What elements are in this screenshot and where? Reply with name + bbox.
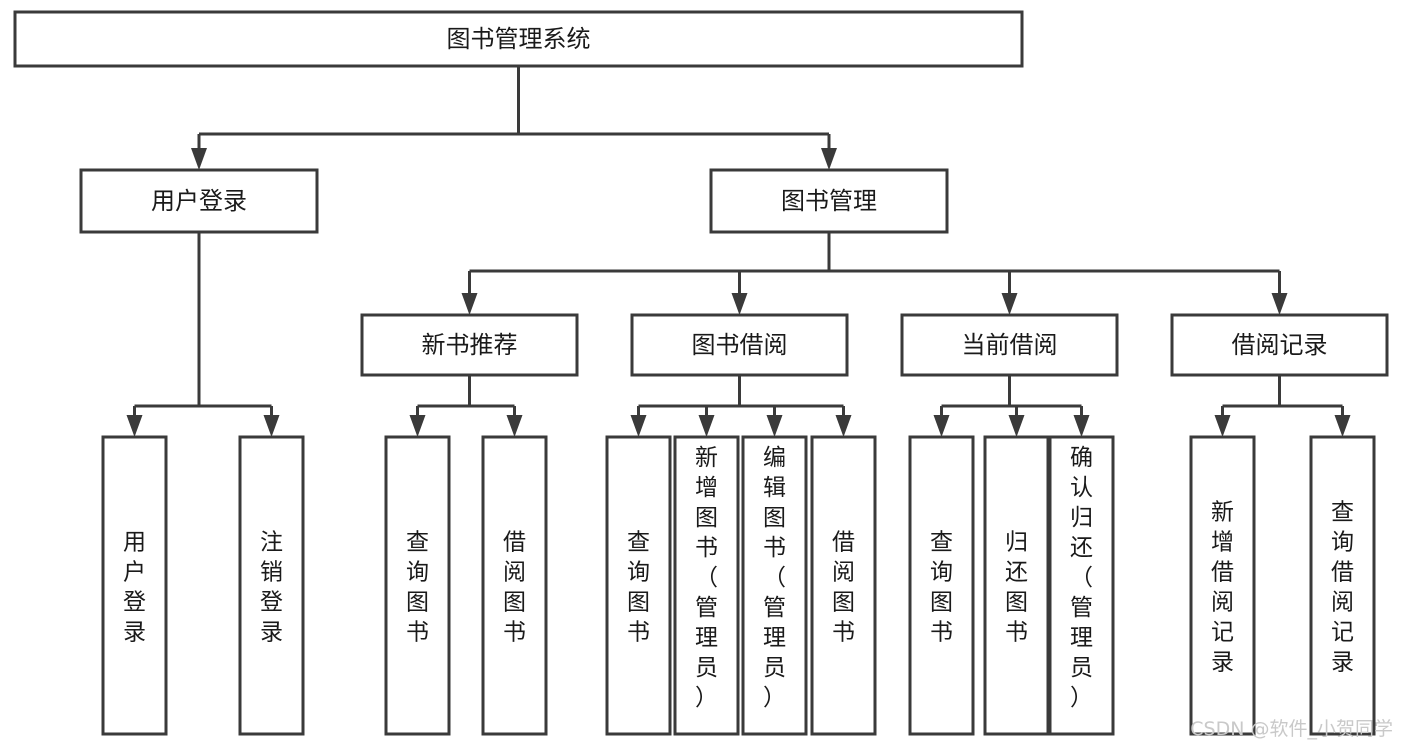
arrow-bookmanage-to-current-borrow <box>1001 293 1018 315</box>
arrow-current-borrow-to-leaf-query-book-3 <box>933 415 950 437</box>
leaf-node-leaf-borrow-book-2-box <box>810 435 877 736</box>
node-book-manage-label: 图书管理 <box>781 187 877 215</box>
arrow-borrow-record-to-leaf-add-record <box>1214 415 1231 437</box>
leaf-node-leaf-query-book-1-label: 查询图书 <box>406 530 429 646</box>
arrow-root-to-user-login <box>191 148 207 170</box>
arrow-current-borrow-to-leaf-return-book <box>1008 415 1025 437</box>
leaf-node-leaf-logout-label: 注销登录 <box>260 530 283 646</box>
node-current-borrow-label: 当前借阅 <box>962 331 1058 359</box>
node-new-book-recommend-label: 新书推荐 <box>422 331 518 359</box>
arrow-borrow-record-to-leaf-query-record <box>1334 415 1351 437</box>
node-book-manage-box <box>709 168 949 234</box>
node-book-borrow-box <box>630 313 849 377</box>
leaf-node-leaf-query-book-3[interactable]: 查询图书 <box>908 435 975 736</box>
leaf-node-leaf-query-book-3-box <box>908 435 975 736</box>
node-user-login-box <box>79 168 319 234</box>
node-user-login[interactable]: 用户登录 <box>79 168 319 234</box>
leaf-node-leaf-query-record-box <box>1309 435 1376 736</box>
leaf-node-leaf-edit-book[interactable]: 编辑图书（管理员） <box>741 435 808 736</box>
arrow-new-book-recommend-to-leaf-query-book-1 <box>409 415 426 437</box>
node-current-borrow[interactable]: 当前借阅 <box>900 313 1119 377</box>
leaf-node-leaf-add-book[interactable]: 新增图书（管理员） <box>673 435 740 736</box>
leaf-node-leaf-query-book-1-box <box>384 435 451 736</box>
leaf-node-leaf-user-login-box <box>101 435 168 736</box>
leaf-node-leaf-confirm-return-label: 确认归还（管理员） <box>1070 445 1093 711</box>
node-borrow-record-box <box>1170 313 1389 377</box>
leaf-node-leaf-edit-book-box <box>741 435 808 736</box>
arrow-book-borrow-to-leaf-query-book-2 <box>630 415 647 437</box>
leaf-node-leaf-logout-box <box>238 435 305 736</box>
leaf-node-leaf-query-book-2-box <box>605 435 672 736</box>
leaf-node-leaf-confirm-return-box <box>1048 435 1115 736</box>
arrow-book-borrow-to-leaf-edit-book <box>766 415 783 437</box>
leaf-node-leaf-add-record[interactable]: 新增借阅记录 <box>1189 435 1256 736</box>
arrow-current-borrow-to-leaf-confirm-return <box>1073 415 1090 437</box>
connectors-layer <box>126 66 1351 437</box>
leaf-node-leaf-borrow-book-1-label: 借阅图书 <box>503 530 526 646</box>
node-borrow-record-label: 借阅记录 <box>1232 331 1328 359</box>
leaf-node-leaf-query-record-label: 查询借阅记录 <box>1331 500 1354 676</box>
leaf-node-leaf-query-book-2-label: 查询图书 <box>627 530 650 646</box>
node-root-box <box>13 10 1024 68</box>
arrow-book-borrow-to-leaf-add-book <box>698 415 715 437</box>
leaf-node-leaf-confirm-return[interactable]: 确认归还（管理员） <box>1048 435 1115 736</box>
leaf-node-leaf-borrow-book-2[interactable]: 借阅图书 <box>810 435 877 736</box>
leaf-node-leaf-borrow-book-2-label: 借阅图书 <box>832 530 855 646</box>
leaf-node-leaf-add-book-box <box>673 435 740 736</box>
node-new-book-recommend[interactable]: 新书推荐 <box>360 313 579 377</box>
leaf-node-leaf-borrow-book-1-box <box>481 435 548 736</box>
node-book-borrow-label: 图书借阅 <box>692 331 788 359</box>
leaf-node-leaf-logout[interactable]: 注销登录 <box>238 435 305 736</box>
arrow-user-login-to-leaf-user-login <box>126 415 143 437</box>
node-root-label: 图书管理系统 <box>447 25 591 53</box>
node-user-login-label: 用户登录 <box>151 187 247 215</box>
leaf-node-leaf-add-record-label: 新增借阅记录 <box>1211 500 1234 676</box>
leaf-node-leaf-return-book-box <box>983 435 1050 736</box>
node-root[interactable]: 图书管理系统 <box>13 10 1024 68</box>
watermark-text: CSDN @软件_小贺同学 <box>1190 718 1393 740</box>
leaf-node-leaf-user-login-label: 用户登录 <box>123 530 146 646</box>
leaf-node-leaf-user-login[interactable]: 用户登录 <box>101 435 168 736</box>
leaf-node-leaf-query-book-2[interactable]: 查询图书 <box>605 435 672 736</box>
leaf-node-leaf-edit-book-label: 编辑图书（管理员） <box>763 445 786 711</box>
leaf-node-leaf-borrow-book-1[interactable]: 借阅图书 <box>481 435 548 736</box>
leaf-node-leaf-query-book-3-label: 查询图书 <box>930 530 953 646</box>
leaf-node-leaf-add-record-box <box>1189 435 1256 736</box>
arrow-book-borrow-to-leaf-borrow-book-2 <box>835 415 852 437</box>
arrow-new-book-recommend-to-leaf-borrow-book-1 <box>506 415 523 437</box>
nodes-layer: 图书管理系统用户登录图书管理新书推荐图书借阅当前借阅借阅记录用户登录注销登录查询… <box>13 10 1389 736</box>
arrow-bookmanage-to-new-book-recommend <box>461 293 478 315</box>
node-borrow-record[interactable]: 借阅记录 <box>1170 313 1389 377</box>
arrow-bookmanage-to-borrow-record <box>1271 293 1288 315</box>
leaf-node-leaf-return-book-label: 归还图书 <box>1005 530 1028 646</box>
node-book-manage[interactable]: 图书管理 <box>709 168 949 234</box>
node-book-borrow[interactable]: 图书借阅 <box>630 313 849 377</box>
node-current-borrow-box <box>900 313 1119 377</box>
arrow-root-to-book-manage <box>821 148 837 170</box>
arrow-user-login-to-leaf-logout <box>263 415 280 437</box>
leaf-node-leaf-add-book-label: 新增图书（管理员） <box>695 445 718 711</box>
leaf-node-leaf-return-book[interactable]: 归还图书 <box>983 435 1050 736</box>
leaf-node-leaf-query-record[interactable]: 查询借阅记录 <box>1309 435 1376 736</box>
leaf-node-leaf-query-book-1[interactable]: 查询图书 <box>384 435 451 736</box>
node-new-book-recommend-box <box>360 313 579 377</box>
arrow-bookmanage-to-book-borrow <box>731 293 748 315</box>
